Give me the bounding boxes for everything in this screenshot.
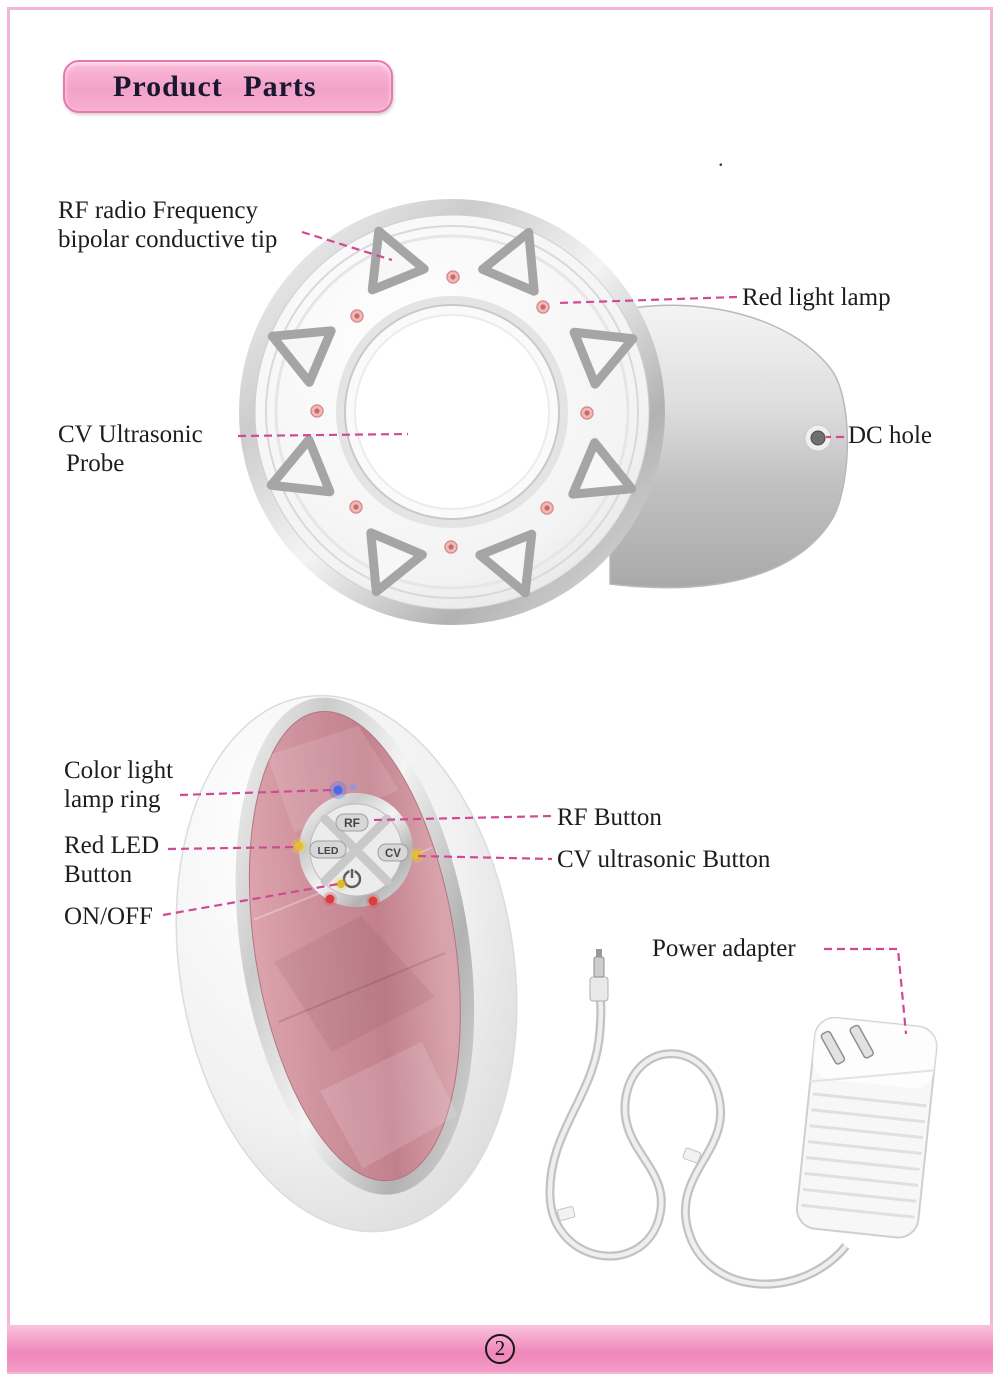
banner-title: Product Parts — [113, 69, 317, 103]
label-red-led: Red LED Button — [64, 831, 159, 889]
label-power-adapter: Power adapter — [652, 935, 796, 962]
cv-button — [377, 843, 409, 862]
red-led — [540, 501, 554, 515]
label-on-off: ON/OFF — [64, 903, 153, 930]
leader-line-red-light-lamp — [557, 295, 738, 305]
dc-hole — [810, 430, 826, 446]
lamp-ring-leds — [291, 781, 425, 908]
leader-lines-top — [237, 230, 844, 439]
page-number: 2 — [485, 1333, 515, 1364]
rf-button — [335, 813, 369, 832]
label-rf-tip: RF radio Frequency bipolar conductive ti… — [58, 196, 277, 254]
section-title-banner: Product Parts — [63, 60, 393, 113]
label-color-light-line2: lamp ring — [64, 786, 161, 813]
red-led — [444, 540, 458, 554]
red-led — [580, 406, 594, 420]
leader-line-cv-button — [417, 854, 553, 861]
yellow-led — [294, 841, 304, 851]
leader-line-rf-tip — [301, 230, 393, 262]
red-led — [350, 309, 364, 323]
pink-facet — [320, 1041, 458, 1169]
leader-line-red-led — [167, 845, 297, 851]
adapter-face-edge — [810, 1069, 935, 1083]
pink-facet-line — [278, 952, 446, 1023]
dc-connector — [589, 949, 609, 1002]
control-cluster: RF LED CV — [291, 781, 425, 908]
red-led — [349, 500, 363, 514]
cable-tie — [682, 1147, 702, 1164]
adapter-top-face — [812, 1017, 937, 1089]
adapter-cable — [545, 989, 850, 1289]
plug-prong — [820, 1030, 846, 1065]
leader-lines-bottom — [162, 788, 908, 1035]
red-led — [310, 404, 324, 418]
label-red-light-lamp: Red light lamp — [742, 284, 891, 311]
yellow-led — [337, 880, 345, 888]
power-adapter — [545, 949, 938, 1289]
red-led — [368, 896, 378, 906]
adapter-ribs — [801, 1092, 927, 1219]
leader-line-cv-probe — [237, 432, 409, 438]
pink-facet — [266, 725, 400, 833]
probe-device — [239, 199, 849, 625]
label-color-light: Color light lamp ring — [64, 756, 173, 814]
probe-face-inner-ring — [265, 225, 639, 599]
stray-dot: . — [718, 146, 724, 171]
power-icon — [342, 868, 362, 889]
label-red-led-line2: Button — [64, 861, 133, 888]
red-led — [536, 300, 550, 314]
label-rf-button: RF Button — [557, 804, 662, 831]
plug-prong — [849, 1024, 874, 1059]
label-rf-tip-line1: RF radio Frequency — [58, 197, 258, 224]
label-color-light-line1: Color light — [64, 757, 174, 784]
yellow-led — [412, 850, 422, 860]
probe-face-inner-ring2 — [274, 234, 630, 590]
led-button — [309, 840, 347, 859]
handheld-device: RF LED CV — [175, 694, 518, 1233]
label-rf-tip-line2: bipolar conductive tip — [58, 226, 278, 253]
rf-button-label: RF — [344, 816, 360, 830]
cv-button-label: CV — [385, 848, 401, 860]
probe-body — [609, 304, 849, 589]
leader-line-on-off — [162, 882, 339, 917]
page-footer: 2 — [7, 1325, 993, 1372]
label-cv-probe-line2: Probe — [66, 450, 125, 477]
label-red-led-line1: Red LED — [64, 832, 160, 859]
cable-tie — [556, 1206, 576, 1221]
label-cv-probe-line1: CV Ultrasonic — [58, 421, 203, 448]
label-dc-hole: DC hole — [848, 422, 933, 449]
led-button-label: LED — [318, 845, 339, 857]
pink-facet — [274, 915, 435, 1052]
label-cv-probe: CV Ultrasonic Probe — [58, 420, 203, 478]
center-hole — [354, 314, 550, 510]
red-led — [446, 270, 460, 284]
label-cv-button: CV ultrasonic Button — [557, 846, 771, 873]
cluster-divider — [320, 814, 392, 886]
blue-led — [333, 785, 343, 795]
leader-line-rf-button — [373, 814, 553, 822]
leader-line-power-adapter — [824, 947, 908, 1035]
adapter-cable-highlight — [547, 989, 848, 1287]
red-led — [325, 894, 335, 904]
